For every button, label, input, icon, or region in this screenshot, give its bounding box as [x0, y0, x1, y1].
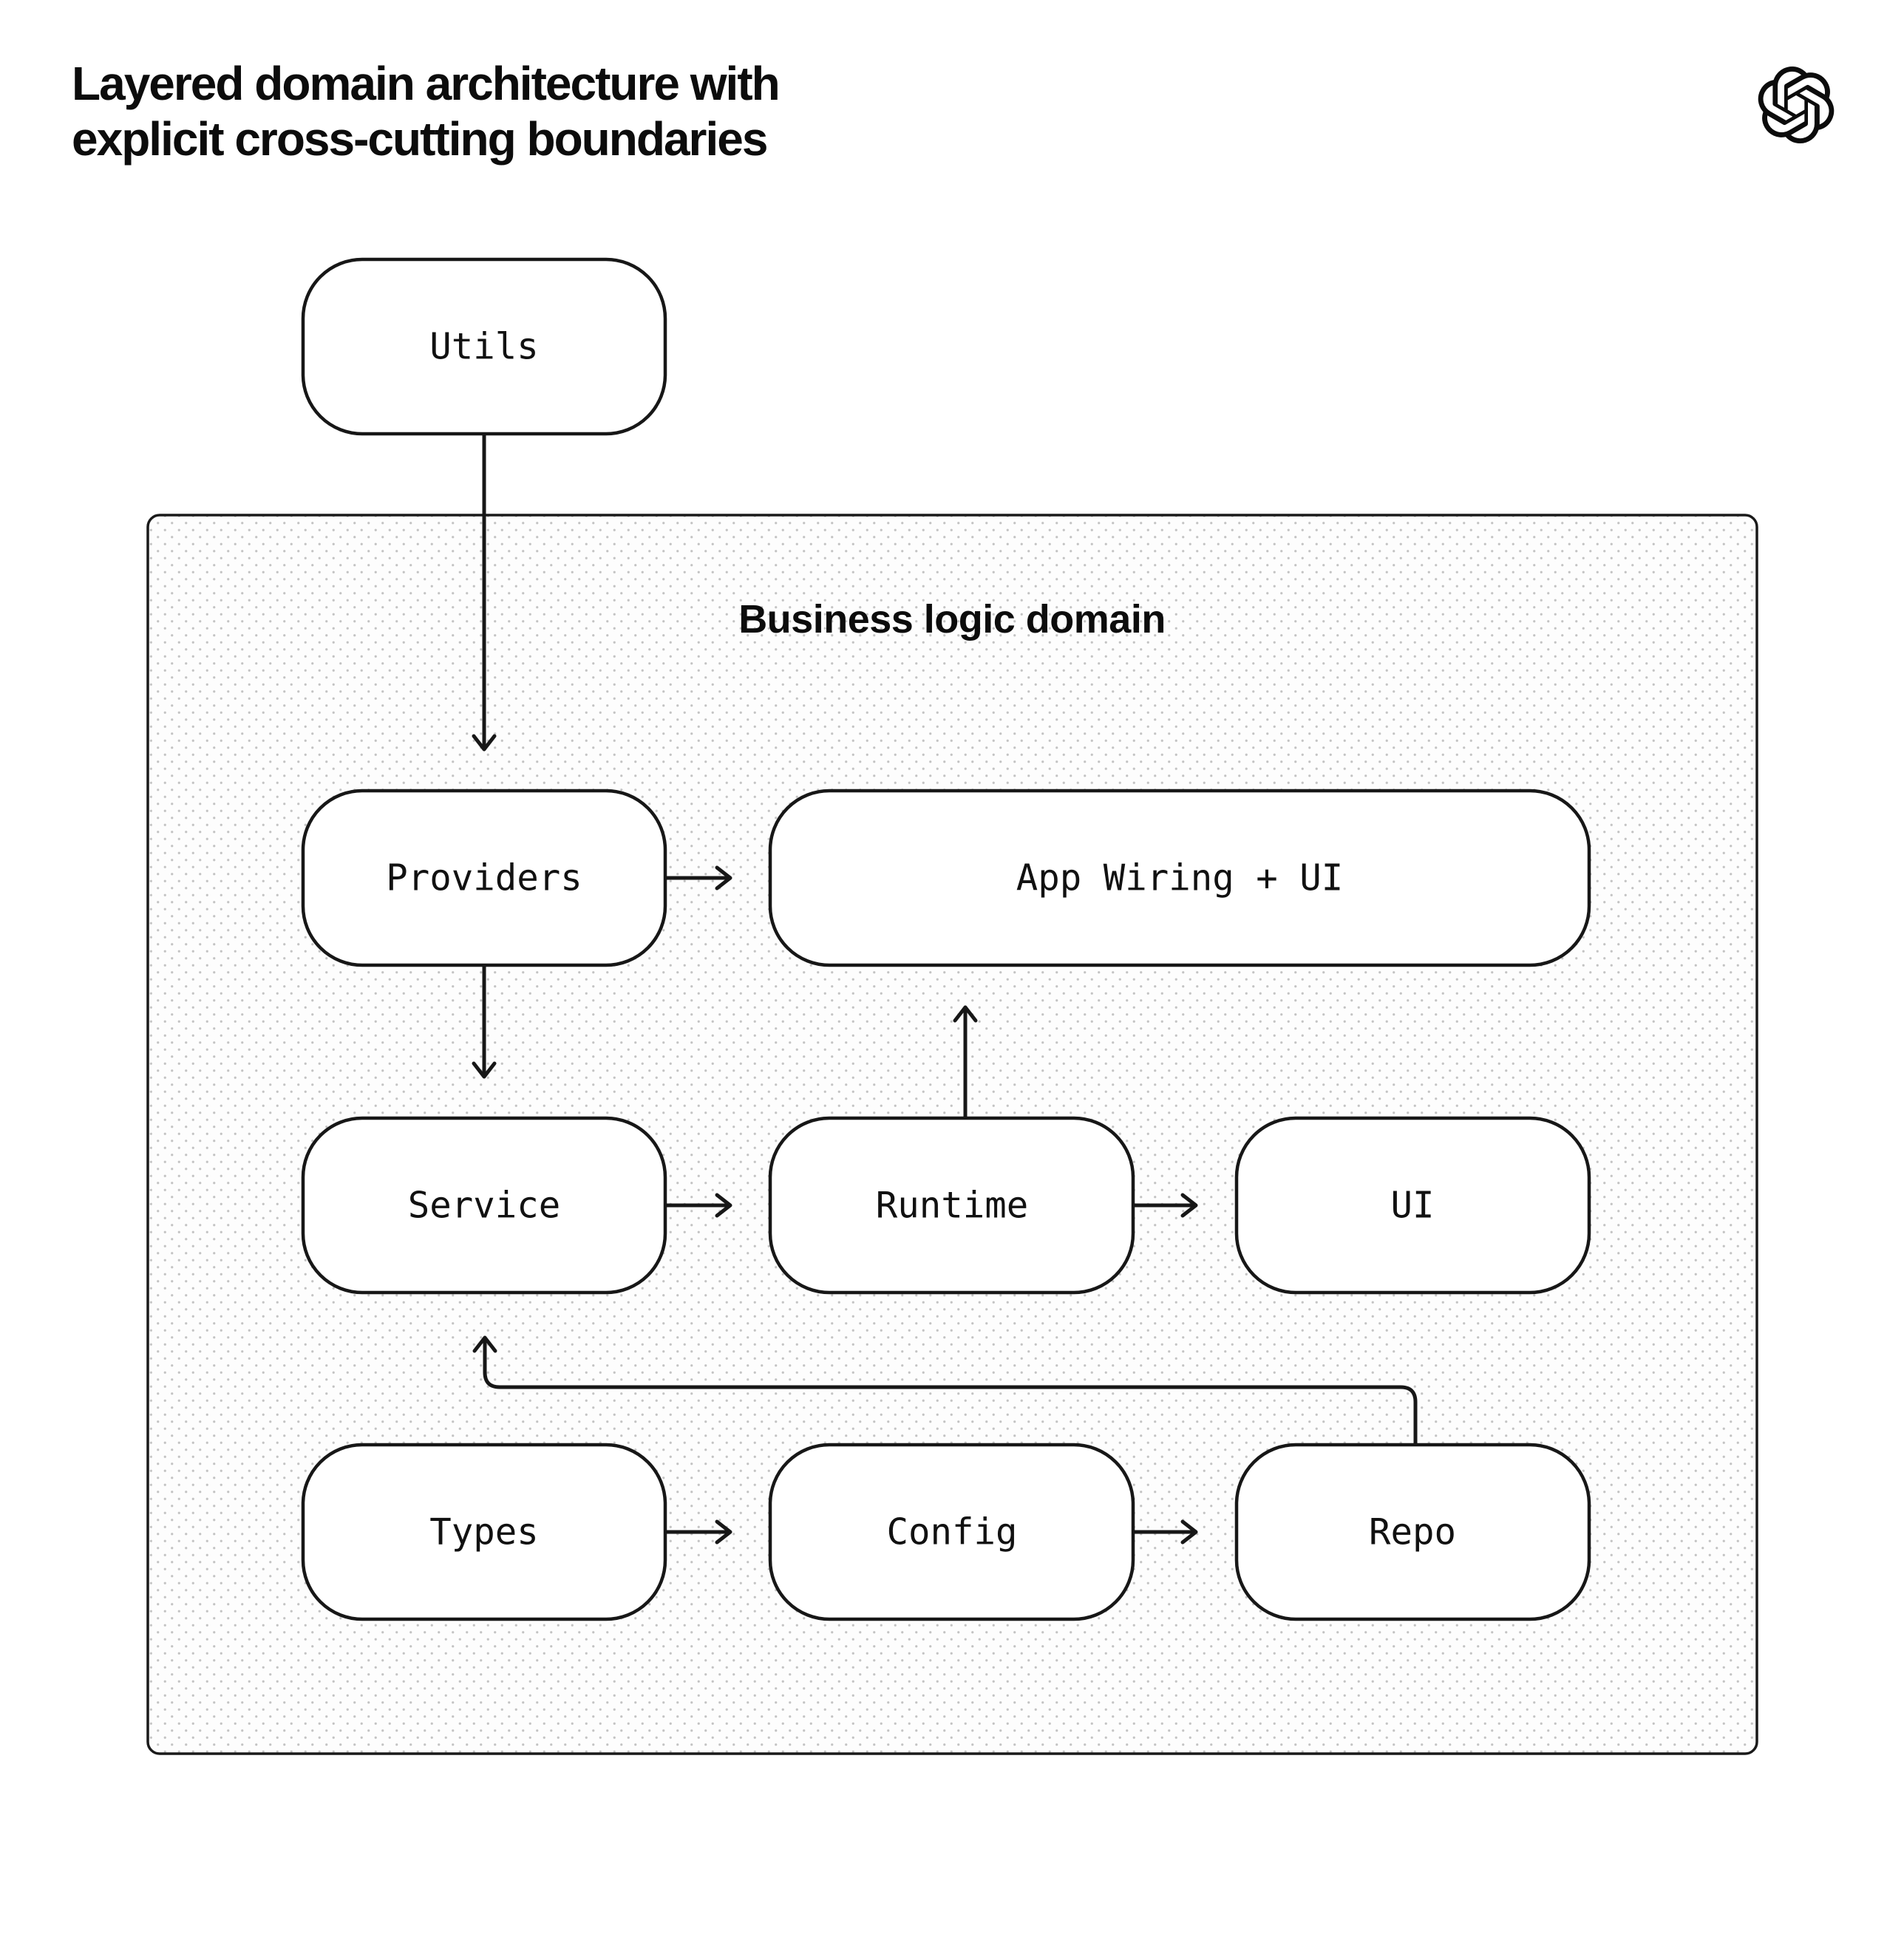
- edge-config-repo: [1132, 1519, 1198, 1545]
- node-ui: UI: [1234, 1116, 1591, 1295]
- edge-providers-service: [472, 964, 497, 1079]
- node-config: Config: [768, 1443, 1135, 1621]
- config-box: [768, 1443, 1135, 1621]
- node-providers: Providers: [301, 789, 667, 967]
- app-wiring-ui-box: [768, 789, 1591, 967]
- edge-runtime-ui: [1132, 1193, 1198, 1218]
- runtime-box: [768, 1116, 1135, 1295]
- edge-service-runtime: [664, 1193, 732, 1218]
- edge-providers-app-wiring: [664, 865, 732, 891]
- edge-utils-providers: [472, 433, 497, 752]
- service-label: Service: [408, 1185, 561, 1227]
- node-repo: Repo: [1234, 1443, 1591, 1621]
- types-box: [301, 1443, 667, 1621]
- edge-repo-service: [472, 1335, 1418, 1446]
- node-utils: Utils: [301, 257, 667, 436]
- runtime-label: Runtime: [876, 1185, 1029, 1227]
- config-label: Config: [886, 1511, 1017, 1553]
- repo-box: [1234, 1443, 1591, 1621]
- page-title-line2: explicit cross-cutting boundaries: [72, 112, 768, 166]
- edge-runtime-app-wiring: [953, 1005, 978, 1119]
- repo-label: Repo: [1369, 1511, 1456, 1553]
- node-app-wiring-ui: App Wiring + UI: [768, 789, 1591, 967]
- business-logic-domain-label: Business logic domain: [738, 597, 1166, 641]
- types-label: Types: [429, 1511, 539, 1553]
- app-wiring-ui-label: App Wiring + UI: [1016, 857, 1344, 899]
- page-title-line1: Layered domain architecture with: [72, 57, 781, 110]
- openai-logo: [1758, 67, 1835, 143]
- providers-box: [301, 789, 667, 967]
- edge-types-config: [664, 1519, 732, 1545]
- providers-label: Providers: [386, 857, 582, 899]
- node-types: Types: [301, 1443, 667, 1621]
- ui-box: [1234, 1116, 1591, 1295]
- service-box: [301, 1116, 667, 1295]
- page-title: Layered domain architecture with explici…: [72, 56, 781, 167]
- utils-box: [301, 257, 667, 436]
- node-runtime: Runtime: [768, 1116, 1135, 1295]
- node-service: Service: [301, 1116, 667, 1295]
- utils-label: Utils: [429, 326, 539, 368]
- ui-label: UI: [1390, 1185, 1434, 1227]
